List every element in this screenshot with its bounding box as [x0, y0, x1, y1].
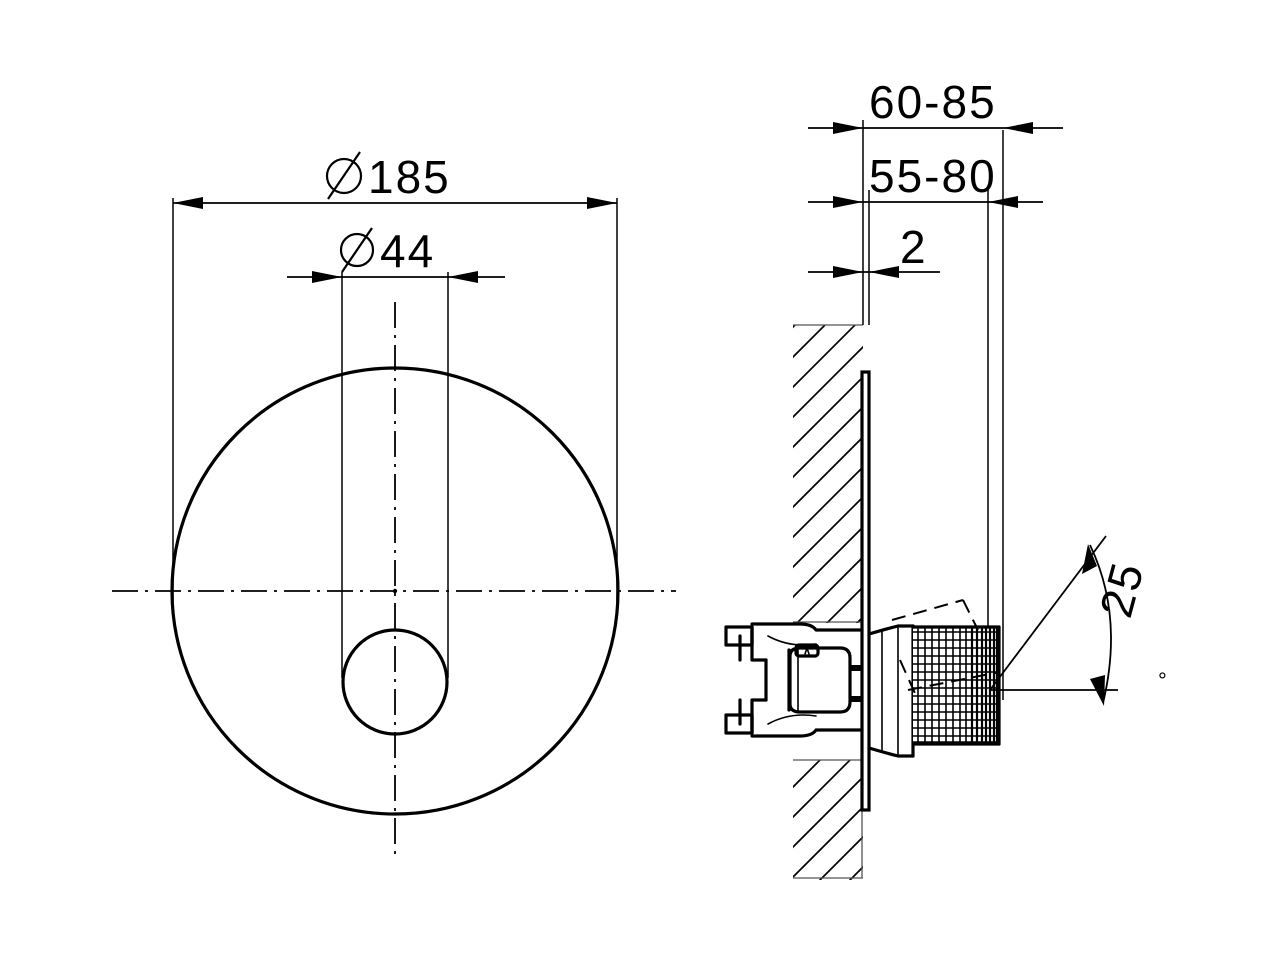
arrowhead-2-left [833, 266, 863, 278]
ghost-handle-end-line [962, 599, 979, 631]
arrowhead-60-85-right [1003, 122, 1033, 134]
escutcheon-outer-circle [170, 366, 620, 816]
ghost-handle-axis-line [907, 671, 1001, 691]
ghost-handle-side-line [899, 659, 919, 701]
wall-hatch-lower [793, 760, 863, 880]
valve-body-top-edge [750, 622, 864, 632]
handle-knurl-pattern [913, 628, 999, 743]
dim-label-degree-symbol: ° [1158, 668, 1167, 693]
handle-tilted-ghost [891, 599, 1001, 701]
valve-body-group [724, 622, 864, 738]
valve-index-arrow-icon [804, 647, 810, 655]
trim-sleeve-group [867, 624, 915, 758]
diameter-symbol-d44 [339, 227, 375, 273]
angle-arc [1089, 544, 1112, 704]
arrowhead-angle-upper [1082, 544, 1097, 574]
valve-notch-lower [851, 696, 861, 702]
diameter-symbol-d185 [325, 151, 363, 200]
arrowhead-angle-lower [1090, 675, 1105, 706]
front-view-dimensions: 185 44 [172, 151, 618, 678]
arrowhead-55-80-left [833, 196, 863, 208]
arrowhead-55-80-right [988, 196, 1018, 208]
dim-label-d44: 44 [380, 225, 435, 277]
angle-dimension-25: 25 ° [989, 535, 1167, 706]
handle-body-fill [913, 628, 999, 743]
ghost-handle-top-line [891, 599, 964, 621]
valve-top-contour [767, 635, 817, 646]
valve-neck-bottom [750, 698, 768, 735]
knurled-handle-group [911, 625, 1001, 746]
dim-label-d185: 185 [368, 151, 451, 203]
valve-neck-top [750, 625, 768, 662]
dim-label-thickness-2: 2 [900, 221, 928, 273]
front-view-group [112, 302, 676, 856]
arrowhead-60-85-left [833, 122, 863, 134]
valve-notch-upper [851, 665, 861, 671]
arrowhead-d185-right [587, 197, 617, 209]
arrowhead-d44-right [448, 271, 478, 283]
arrowhead-d185-left [173, 197, 203, 209]
trim-sleeve-bottom [867, 746, 915, 758]
escutcheon-plate [860, 370, 871, 812]
wall-hatch-upper [793, 325, 863, 623]
valve-bottom-contour [767, 714, 817, 725]
arrowhead-d44-left [312, 271, 342, 283]
trim-sleeve-top [867, 624, 915, 636]
valve-body-bottom-edge [750, 728, 864, 738]
handle-bore-circle [341, 628, 449, 736]
front-center-mark [392, 588, 398, 594]
dim-label-55-80: 55-80 [869, 150, 997, 202]
arrowhead-2-right [869, 266, 899, 278]
dim-label-60-85: 60-85 [869, 76, 997, 128]
side-view-group [724, 324, 1001, 880]
